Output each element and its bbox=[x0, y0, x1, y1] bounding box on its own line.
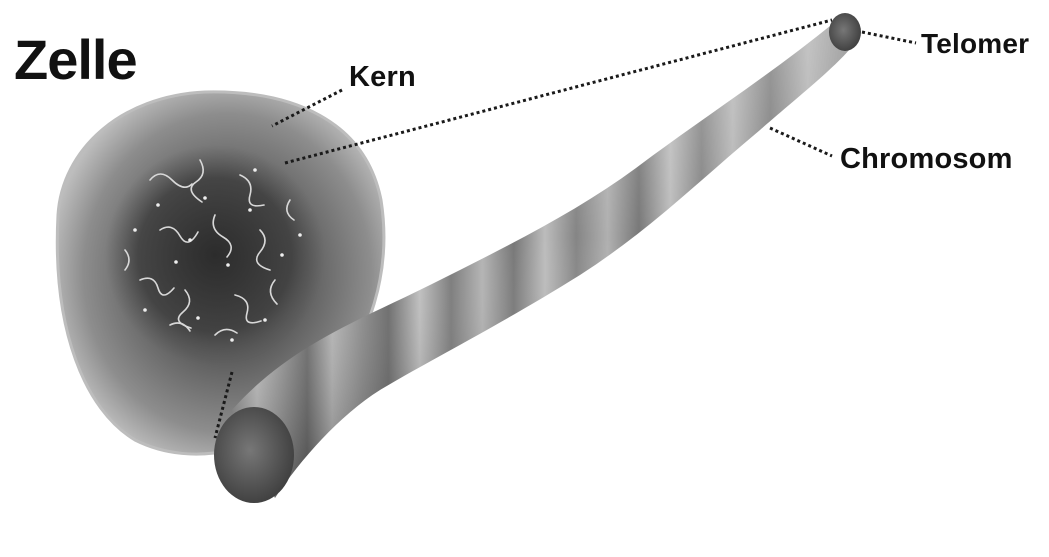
label-nucleus: Kern bbox=[349, 60, 416, 94]
label-chromosome: Chromosom bbox=[840, 142, 1013, 176]
diagram-title: Zelle bbox=[14, 28, 137, 92]
leader-line-chromosom bbox=[770, 128, 832, 156]
telomere-cap-bottom bbox=[214, 407, 294, 503]
label-telomere: Telomer bbox=[921, 27, 1029, 61]
nucleus bbox=[105, 145, 325, 365]
leader-line-telomer bbox=[862, 32, 916, 43]
telomere-cap-top bbox=[829, 13, 861, 51]
